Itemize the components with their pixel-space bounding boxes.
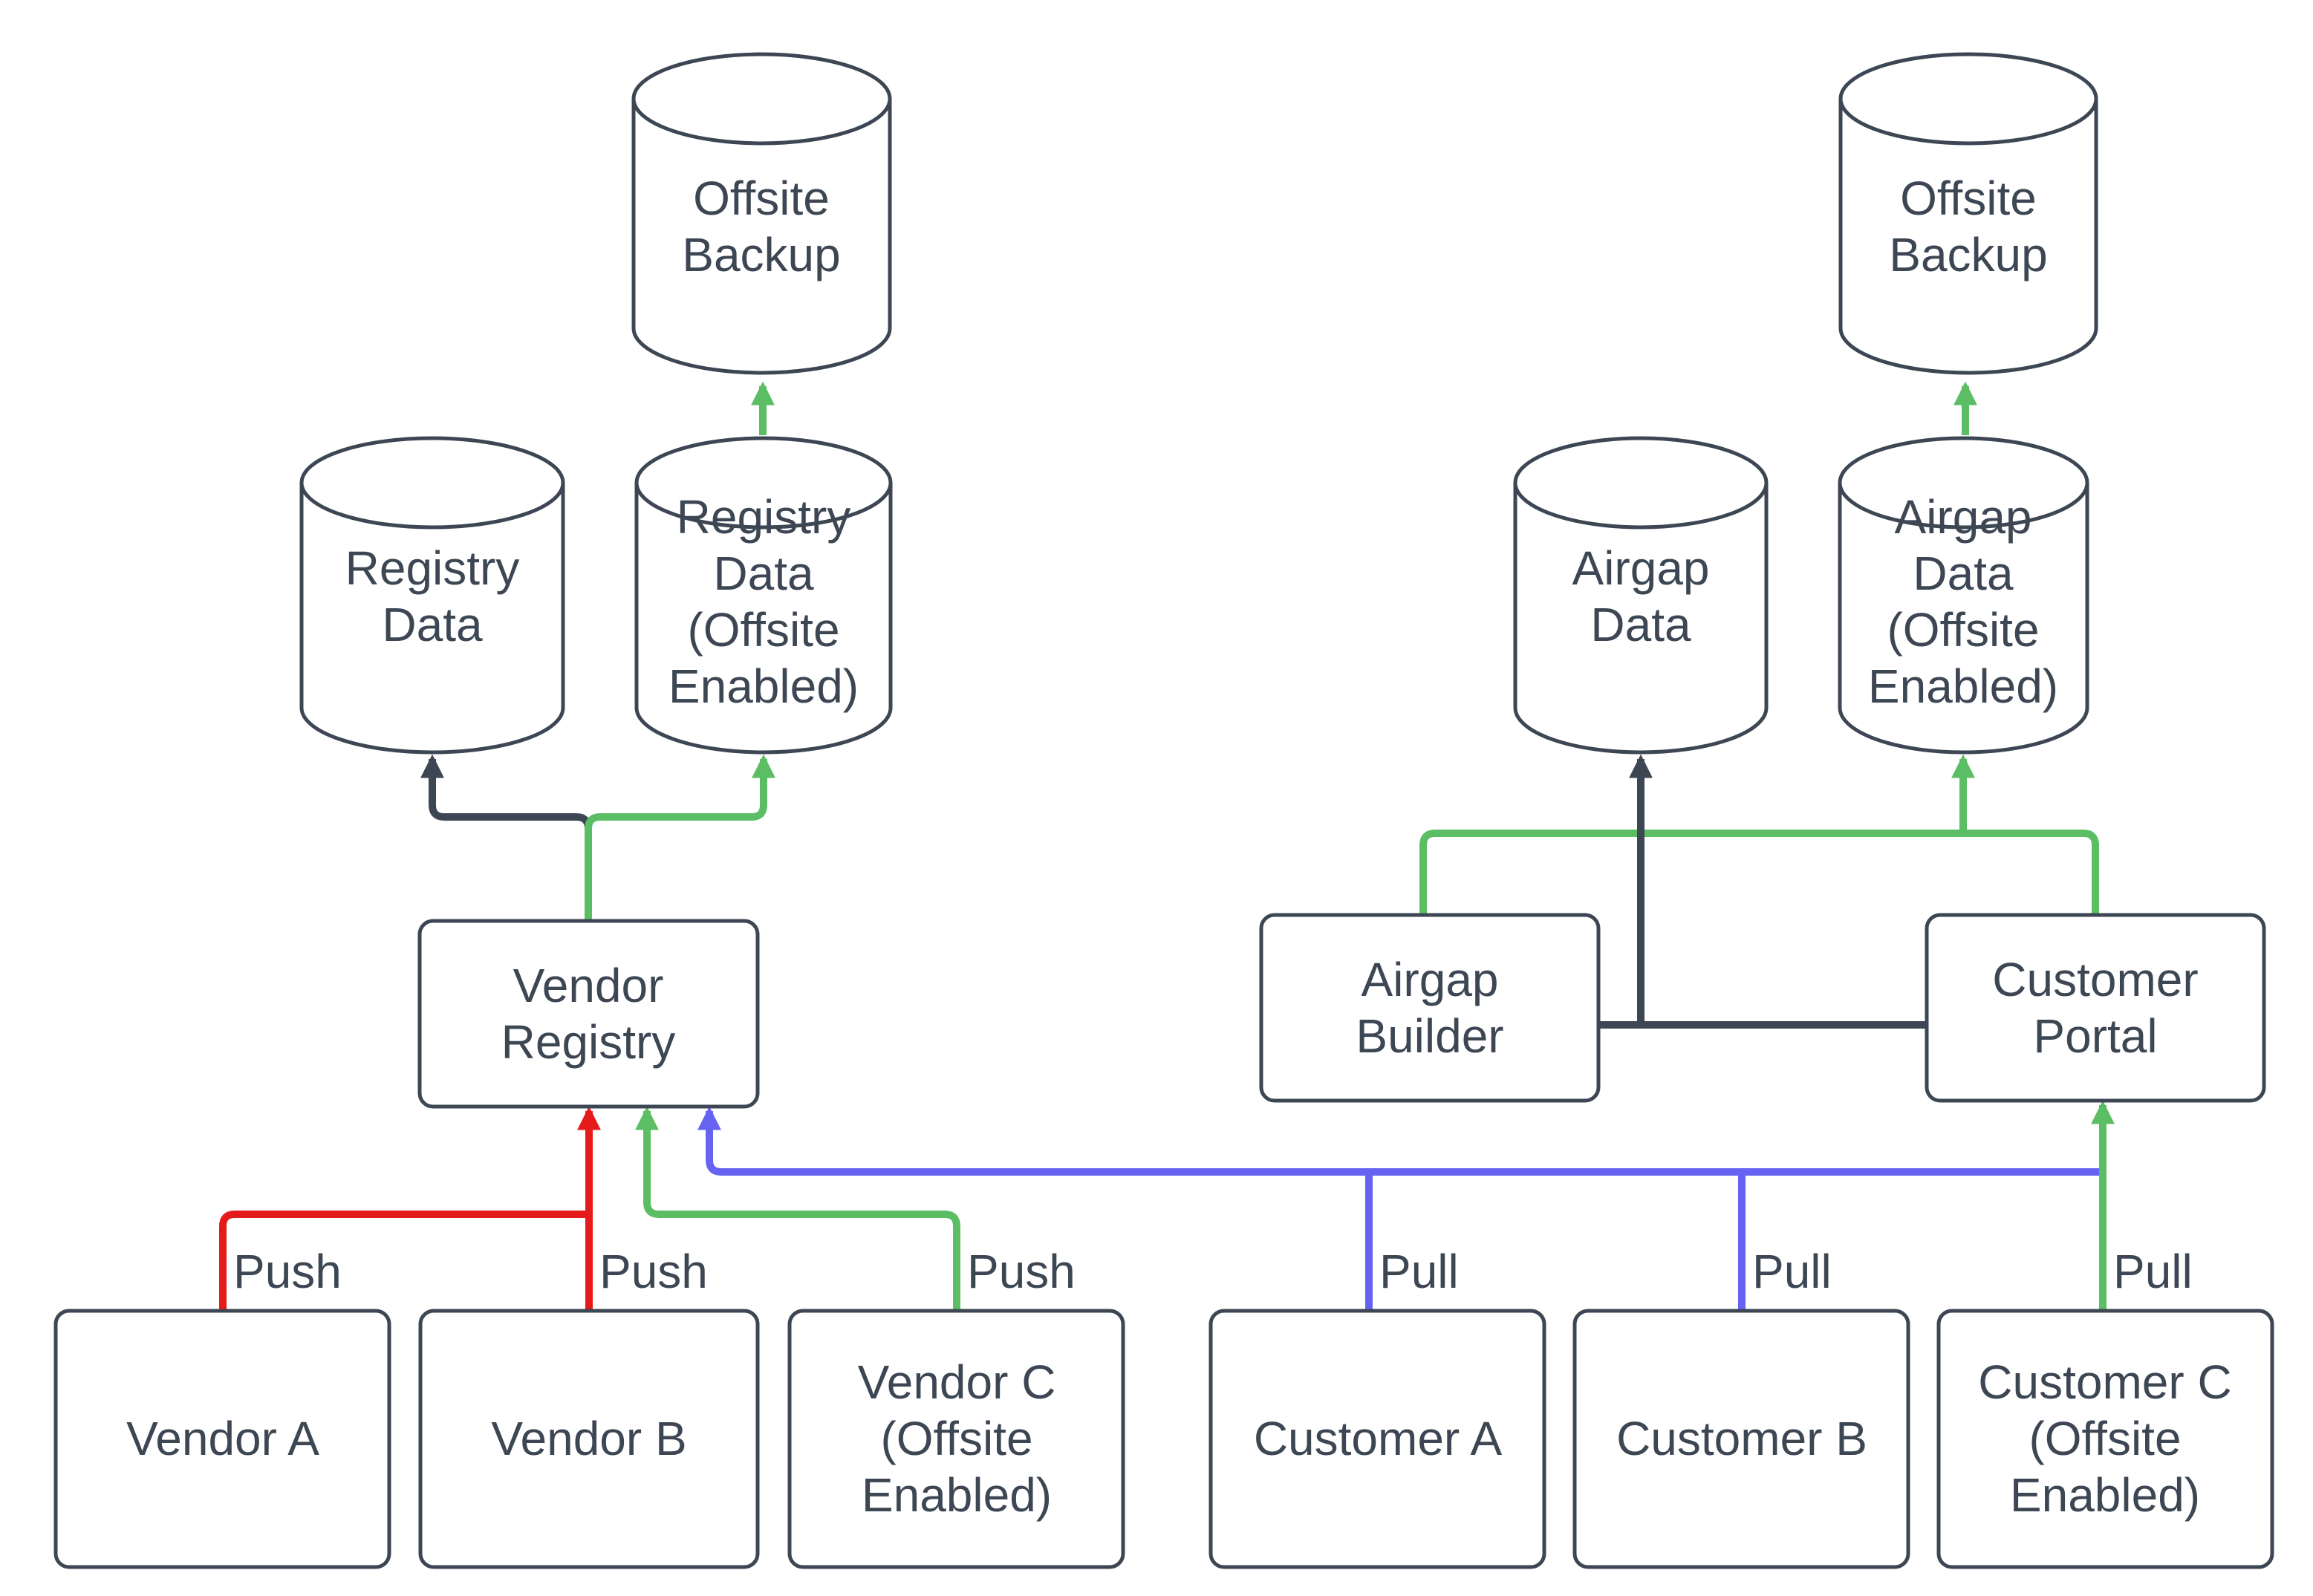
- node-vendor-registry: Vendor Registry: [417, 919, 760, 1109]
- node-label: Vendor: [513, 959, 664, 1012]
- node-label: Airgap: [1895, 490, 2032, 544]
- cylinder-rim: [1838, 98, 2098, 146]
- node-label: Customer: [1992, 953, 2198, 1006]
- node-offsite-backup-right: Offsite Backup: [1838, 52, 2098, 375]
- node-customer-a: Customer A: [1208, 1309, 1546, 1569]
- cylinder-rim: [1513, 482, 1769, 530]
- edge-label-pull-customer-a: Pull: [1379, 1245, 1459, 1298]
- node-airgap-data-offsite: Airgap Data (Offsite Enabled): [1838, 436, 2089, 755]
- box-shape: [1208, 1309, 1546, 1569]
- node-label: (Offsite: [687, 603, 839, 657]
- box-shape: [418, 1309, 760, 1569]
- cylinder-shape: [631, 52, 892, 375]
- node-label: Registry: [677, 490, 851, 544]
- cylinder-rim: [631, 98, 892, 146]
- cylinder-shape: [1838, 52, 2098, 375]
- box-shape: [417, 919, 760, 1109]
- node-label: (Offsite: [880, 1412, 1032, 1465]
- edge-label-push-vendor-b: Push: [599, 1245, 708, 1298]
- box-shape: [1572, 1309, 1910, 1569]
- box-shape: [1259, 913, 1601, 1103]
- edge-label-pull-customer-b: Pull: [1752, 1245, 1832, 1298]
- node-registry-data: Registry Data: [299, 436, 565, 755]
- node-customer-portal: Customer Portal: [1925, 913, 2266, 1103]
- node-label: Customer B: [1616, 1412, 1867, 1465]
- node-label: Offsite: [693, 172, 830, 225]
- node-label: Data: [382, 598, 483, 651]
- node-label: Data: [713, 547, 814, 600]
- cylinder-shape: [299, 436, 565, 755]
- node-label: Enabled): [668, 659, 859, 713]
- edge-vendor-a-push: [219, 1211, 589, 1311]
- nodes-layer: Offsite Backup Registry Data Registry Da…: [53, 52, 2274, 1569]
- node-label: Airgap: [1572, 541, 1710, 595]
- box-shape: [53, 1309, 391, 1569]
- node-label: Registry: [501, 1015, 676, 1069]
- cylinder-rim: [299, 482, 565, 530]
- node-airgap-data: Airgap Data: [1513, 436, 1769, 755]
- node-label: (Offsite: [1887, 603, 2039, 657]
- node-vendor-c: Vendor C (Offsite Enabled): [787, 1309, 1125, 1569]
- node-label: Enabled): [2010, 1468, 2200, 1522]
- node-label: Registry: [345, 541, 520, 595]
- node-label: Offsite: [1900, 172, 2037, 225]
- edge-vendor-c-push: [634, 1106, 960, 1311]
- cylinder-rim: [634, 482, 893, 530]
- box-shape: [787, 1309, 1125, 1569]
- node-label: Vendor B: [491, 1412, 686, 1465]
- edge-vendor-registry-to-registry-data: [420, 754, 592, 921]
- node-vendor-a: Vendor A: [53, 1309, 391, 1569]
- node-customer-c: Customer C (Offsite Enabled): [1936, 1309, 2274, 1569]
- node-label: Portal: [2033, 1009, 2157, 1063]
- cylinder-shape: [634, 436, 893, 755]
- node-label: Enabled): [1868, 659, 2058, 713]
- edge-labels-layer: Push Push Push Pull Pull Pull: [233, 1245, 2193, 1298]
- node-offsite-backup-left: Offsite Backup: [631, 52, 892, 375]
- node-label: Customer A: [1254, 1412, 1503, 1465]
- node-registry-data-offsite: Registry Data (Offsite Enabled): [634, 436, 893, 755]
- node-label: Backup: [1889, 228, 2047, 281]
- edge-vendor-registry-to-registry-data-offsite: [585, 754, 776, 921]
- node-label: Vendor C: [858, 1355, 1056, 1409]
- node-vendor-b: Vendor B: [418, 1309, 760, 1569]
- node-label: Airgap: [1362, 953, 1499, 1006]
- edges-layer: [219, 381, 2115, 1311]
- cylinder-rim: [1838, 482, 2089, 530]
- box-shape: [1936, 1309, 2274, 1569]
- node-airgap-builder: Airgap Builder: [1259, 913, 1601, 1103]
- node-label: Data: [1590, 598, 1691, 651]
- edge-pull-bus-to-vendor-registry: [697, 1106, 2104, 1176]
- node-label: (Offsite: [2029, 1412, 2181, 1465]
- node-customer-b: Customer B: [1572, 1309, 1910, 1569]
- edge-label-push-vendor-a: Push: [233, 1245, 342, 1298]
- node-label: Enabled): [862, 1468, 1052, 1522]
- node-label: Customer C: [1978, 1355, 2231, 1409]
- box-shape: [1925, 913, 2266, 1103]
- edge-label-pull-customer-c: Pull: [2113, 1245, 2193, 1298]
- cylinder-shape: [1513, 436, 1769, 755]
- node-label: Builder: [1356, 1009, 1503, 1063]
- node-label: Backup: [682, 228, 840, 281]
- node-label: Data: [1913, 547, 2014, 600]
- edge-label-push-vendor-c: Push: [967, 1245, 1076, 1298]
- cylinder-shape: [1838, 436, 2089, 755]
- edge-builder-portal-green-bus: [1419, 830, 2099, 915]
- node-label: Vendor A: [126, 1412, 319, 1465]
